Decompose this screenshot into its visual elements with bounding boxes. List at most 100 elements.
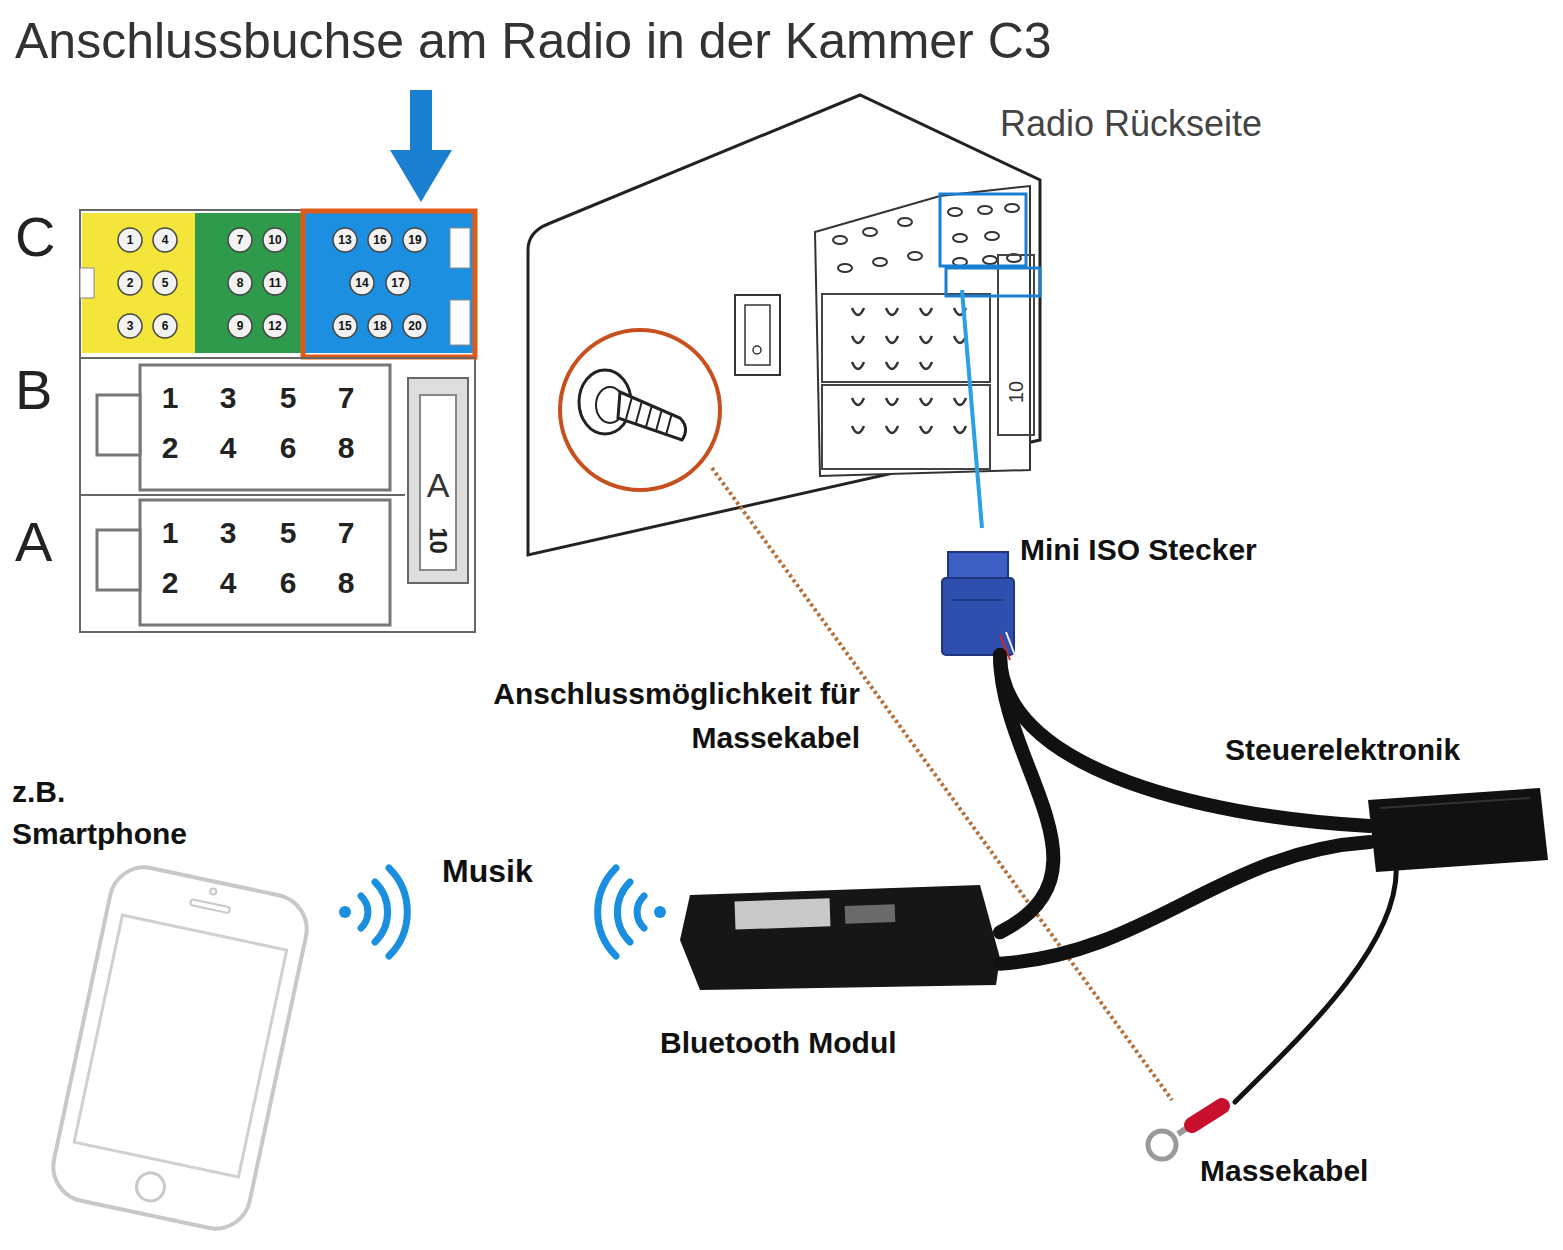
wireless-signal	[361, 896, 368, 928]
radio-back	[745, 305, 770, 365]
iso-connector-face	[118, 228, 142, 252]
iso-connector-face	[263, 314, 287, 338]
pin-number: 3	[208, 380, 248, 416]
iso-connector-face	[333, 228, 357, 252]
callout-text: Anschlussmöglichkeit für Massekabel	[400, 672, 860, 760]
signal-label: Musik	[442, 852, 533, 890]
bluetooth-module	[680, 885, 1000, 990]
iso-connector-face	[368, 314, 392, 338]
radio-back	[852, 308, 966, 433]
pin-number: 7	[326, 380, 366, 416]
control-unit	[1368, 788, 1548, 872]
pin-number: 1	[150, 515, 190, 551]
iso-connector-face	[386, 271, 410, 295]
pin-number: 9	[227, 319, 253, 333]
control-unit	[1368, 788, 1548, 872]
iso-connector-face	[140, 365, 390, 490]
ground-screw	[618, 392, 686, 440]
pin-number: 2	[150, 430, 190, 466]
cable	[1000, 655, 1053, 932]
part-label: Massekabel	[1200, 1153, 1368, 1189]
radio-back	[833, 236, 847, 244]
iso-connector-face	[450, 300, 470, 345]
pin-number: 3	[117, 319, 143, 333]
pin-number: 8	[326, 430, 366, 466]
pin-number: 10	[424, 520, 453, 560]
iso-connector-face	[118, 314, 142, 338]
mini-iso-plug	[942, 552, 1016, 660]
control-unit: Steuerelektronik	[1370, 790, 1545, 870]
radio-back	[838, 264, 852, 272]
bluetooth-module	[735, 898, 831, 929]
pin-number: 10	[1004, 375, 1028, 409]
ground-screw	[560, 330, 720, 490]
pin-number: 20	[402, 319, 428, 333]
iso-connector-face	[140, 500, 390, 625]
cable	[1000, 842, 1370, 964]
iso-connector-face	[403, 314, 427, 338]
iso-connector-face	[153, 228, 177, 252]
bluetooth-module	[845, 904, 896, 924]
pin-number: 19	[402, 233, 428, 247]
part-label: Steuerelektronik	[1225, 732, 1460, 768]
radio-back	[833, 204, 1021, 272]
row-letter: B	[15, 356, 52, 423]
pin-number: 4	[208, 565, 248, 601]
ground-cable: Massekabel	[1140, 1095, 1235, 1165]
pin-number: 5	[152, 276, 178, 290]
iso-connector-face	[420, 395, 456, 570]
pointer-arrow	[390, 150, 452, 202]
radio-back	[863, 228, 877, 236]
pin-number: 8	[227, 276, 253, 290]
ring-terminal	[1192, 1106, 1222, 1125]
iso-connector-face	[303, 211, 475, 357]
iso-connector-face	[228, 314, 252, 338]
radio-back	[985, 232, 999, 240]
pin-number: 6	[268, 565, 308, 601]
smartphone	[134, 1170, 167, 1203]
wireless-signal	[339, 906, 351, 918]
smartphone	[74, 915, 287, 1177]
control-unit	[1380, 798, 1530, 808]
iso-connector-face	[153, 271, 177, 295]
row-letter: A	[421, 465, 455, 506]
connector-plug: Mini ISO Stecker	[940, 552, 1015, 655]
smartphone	[190, 899, 230, 913]
wireless-signal	[389, 868, 407, 956]
wireless-signal	[617, 882, 630, 942]
pin-number: 5	[268, 380, 308, 416]
pin-number: 5	[268, 515, 308, 551]
pointer-arrow	[410, 90, 432, 152]
radio-back	[528, 95, 1040, 555]
bluetooth-module	[680, 885, 1000, 990]
part-label: Mini ISO Stecker	[1020, 532, 1257, 568]
pin-number: 15	[332, 319, 358, 333]
part-label: Radio Rückseite	[1000, 102, 1262, 145]
wireless-signal	[375, 882, 388, 942]
pin-number: 7	[227, 233, 253, 247]
ground-screw	[626, 397, 672, 435]
radio-back	[735, 295, 780, 375]
pin-number: 4	[152, 233, 178, 247]
pin-number: 10	[262, 233, 288, 247]
pin-number: 2	[150, 565, 190, 601]
pin-number: 2	[117, 276, 143, 290]
pin-number: 8	[326, 565, 366, 601]
radio-back	[948, 208, 962, 216]
pin-number: 1	[117, 233, 143, 247]
wireless-signal	[637, 896, 644, 928]
iso-connector-face	[305, 213, 473, 353]
pin-number: 12	[262, 319, 288, 333]
pin-number: 11	[262, 276, 288, 290]
iso-connector-face	[97, 395, 140, 455]
pin-number: 7	[326, 515, 366, 551]
smartphone: z.B. Smartphone	[45, 861, 315, 1235]
radio-back	[962, 290, 982, 528]
wireless-signal	[654, 906, 666, 918]
radio-back	[998, 255, 1034, 435]
pointer-arrow	[390, 90, 452, 202]
radio-back	[908, 252, 922, 260]
iso-connector-face	[195, 213, 305, 353]
row-letter: C	[15, 203, 55, 270]
